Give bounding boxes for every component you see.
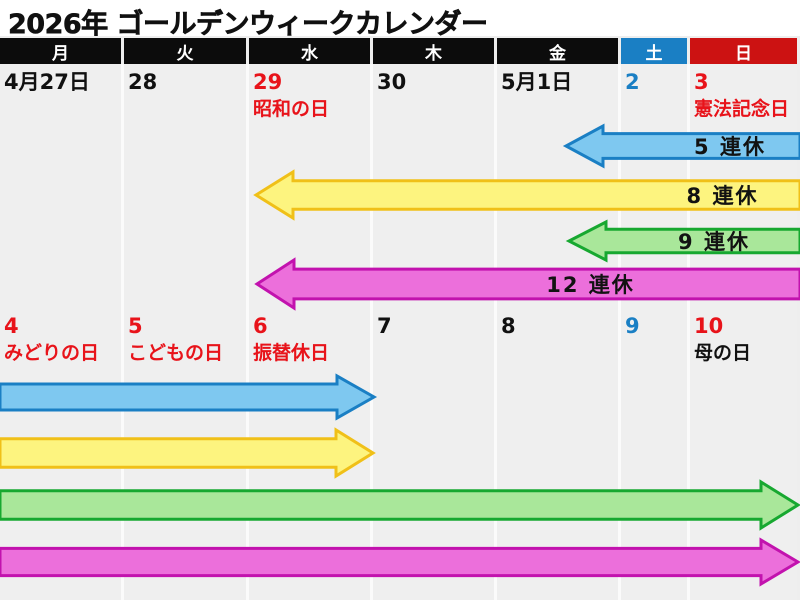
week1-daynumber-7: 3 xyxy=(694,70,709,94)
week2-holiday-name-2: こどもの日 xyxy=(128,342,224,364)
week1-daynumber-4: 30 xyxy=(377,70,407,94)
arrow-magenta-top: 12 連休 xyxy=(254,257,800,311)
column-divider xyxy=(370,64,373,600)
weekday-label: 木 xyxy=(425,43,442,64)
weekday-label: 金 xyxy=(549,43,566,64)
week1-holiday-name-3: 昭和の日 xyxy=(253,98,330,120)
column-divider xyxy=(246,64,249,600)
weekday-header-weekday-5: 金 xyxy=(497,38,618,64)
week2-daynumber-6: 9 xyxy=(625,314,640,338)
week1-daynumber-6: 2 xyxy=(625,70,640,94)
week1-holiday-name-7: 憲法記念日 xyxy=(694,98,790,120)
weekday-header-weekday-2: 火 xyxy=(124,38,246,64)
arrow-blue-top: 5 連休 xyxy=(562,123,800,169)
page-title: 2026年 ゴールデンウィークカレンダー xyxy=(8,9,489,41)
week2-daynumber-3: 6 xyxy=(253,314,268,338)
weekday-label: 日 xyxy=(735,43,752,64)
arrow-blue-bottom xyxy=(0,373,378,421)
week1-daynumber-1: 4月27日 xyxy=(4,70,90,94)
weekday-label: 月 xyxy=(52,43,69,64)
weekday-header-weekday-3: 水 xyxy=(249,38,370,64)
arrow-yellow-top: 8 連休 xyxy=(253,169,800,221)
week2-holiday-name-7: 母の日 xyxy=(694,342,752,364)
weekday-label: 水 xyxy=(301,43,318,64)
week2-holiday-name-3: 振替休日 xyxy=(253,342,330,364)
week1-daynumber-3: 29 xyxy=(253,70,283,94)
week2-daynumber-4: 7 xyxy=(377,314,392,338)
week1-daynumber-2: 28 xyxy=(128,70,158,94)
week2-daynumber-5: 8 xyxy=(501,314,516,338)
week2-holiday-name-1: みどりの日 xyxy=(4,342,100,364)
week2-daynumber-7: 10 xyxy=(694,314,724,338)
arrow-yellow-bottom xyxy=(0,427,376,479)
weekday-header-sunday-7: 日 xyxy=(690,38,797,64)
weekday-header-saturday-6: 土 xyxy=(621,38,687,64)
arrow-green-bottom xyxy=(0,479,800,531)
title-bar: 2026年 ゴールデンウィークカレンダー xyxy=(0,0,800,40)
weekday-label: 火 xyxy=(176,43,194,64)
week2-daynumber-1: 4 xyxy=(4,314,19,338)
week2-daynumber-2: 5 xyxy=(128,314,143,338)
column-divider xyxy=(494,64,497,600)
weekday-header-weekday-1: 月 xyxy=(0,38,121,64)
column-divider xyxy=(121,64,124,600)
weekday-label: 土 xyxy=(645,43,663,64)
column-divider xyxy=(687,64,690,600)
column-divider xyxy=(618,64,621,600)
arrow-green-top: 9 連休 xyxy=(565,219,800,263)
weekday-header-weekday-4: 木 xyxy=(373,38,494,64)
arrow-magenta-bottom xyxy=(0,537,800,587)
week1-daynumber-5: 5月1日 xyxy=(501,70,573,94)
